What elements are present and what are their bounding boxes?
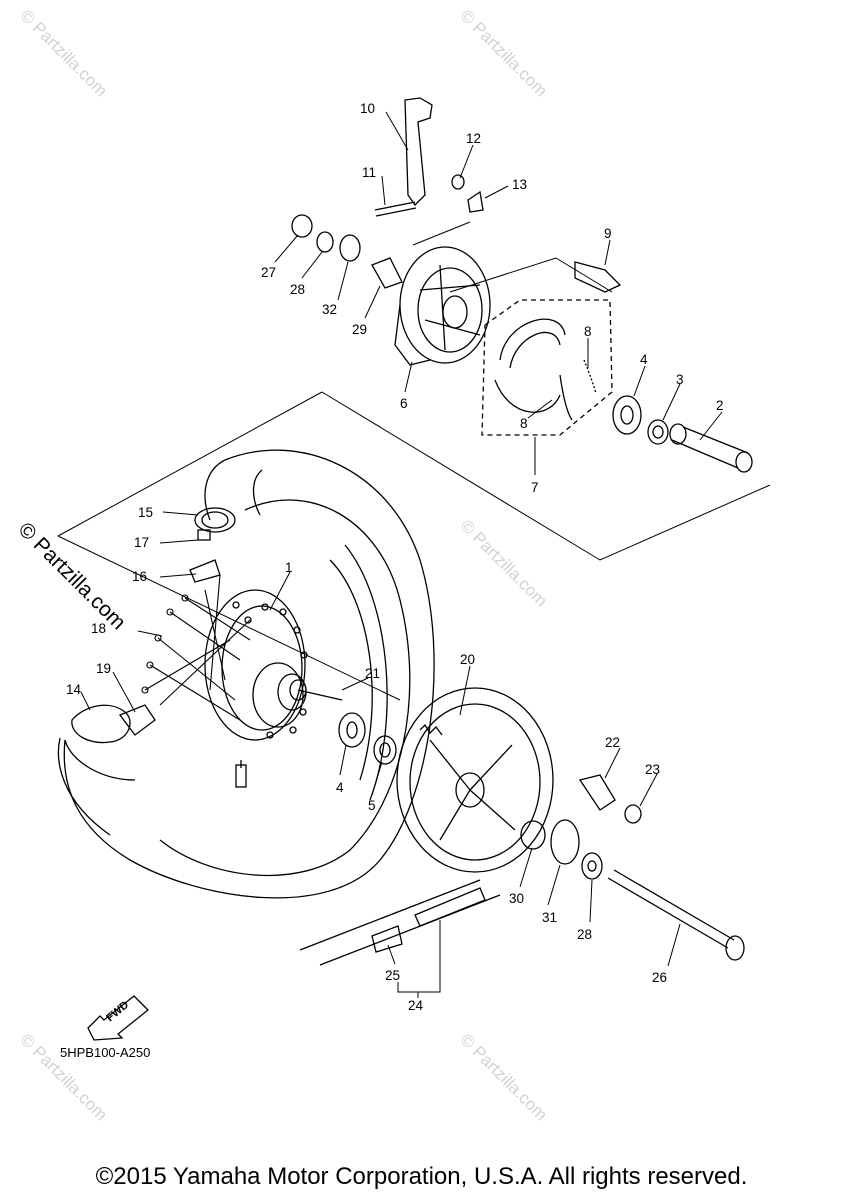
diagram-code: 5HPB100-A250 [60, 1045, 151, 1060]
bearings [338, 395, 753, 765]
spokes [141, 574, 251, 721]
leader-lines [80, 111, 723, 998]
callout-label: 22 [605, 735, 620, 750]
callout-label: 7 [531, 480, 539, 495]
wheel-hub [204, 589, 343, 741]
callout-label: 3 [676, 372, 684, 387]
callout-label: 28 [290, 282, 305, 297]
axle [520, 774, 745, 961]
callout-label: 23 [645, 762, 660, 777]
callout-label: 8 [520, 416, 528, 431]
assembly-outline [57, 221, 771, 701]
drive-chain [299, 879, 501, 966]
callout-label: 27 [261, 265, 276, 280]
callout-label: 5 [368, 798, 376, 813]
callout-label: 19 [96, 661, 111, 676]
callout-label: 21 [365, 666, 380, 681]
callout-label: 28 [577, 927, 592, 942]
callout-label: 9 [604, 226, 612, 241]
fwd-label: FWD [104, 999, 131, 1024]
callout-label: 24 [408, 998, 424, 1013]
callout-label: 25 [385, 968, 400, 983]
tire [57, 449, 435, 899]
callout-label: 12 [466, 131, 481, 146]
callout-label: 4 [640, 352, 648, 367]
callout-label: 29 [352, 322, 367, 337]
callout-label: 18 [91, 621, 106, 636]
brake-arm [291, 97, 622, 293]
callout-label: 2 [716, 398, 724, 413]
callout-label: 11 [362, 165, 376, 180]
callout-label: 13 [512, 177, 527, 192]
callout-label: 32 [322, 302, 337, 317]
callout-label: 17 [134, 535, 149, 550]
brake-shoe-plate [394, 246, 491, 366]
brake-shoe-kit [481, 299, 613, 436]
callout-label: 20 [460, 652, 475, 667]
callout-label: 1 [285, 560, 293, 575]
callout-label: 6 [400, 396, 408, 411]
callout-label: 31 [542, 910, 557, 925]
callout-label: 10 [360, 101, 375, 116]
callout-label: 16 [132, 569, 147, 584]
callout-label: 30 [509, 891, 524, 906]
copyright-notice: ©2015 Yamaha Motor Corporation, U.S.A. A… [95, 1163, 748, 1190]
callout-label: 26 [652, 970, 667, 985]
callout-label: 8 [584, 324, 592, 339]
callout-label: 15 [138, 505, 153, 520]
callout-label: 4 [336, 780, 344, 795]
callout-numbers: 1 2 3 4 4 5 6 7 8 8 9 10 11 12 13 14 15 … [66, 101, 724, 1013]
fwd-arrow-icon: FWD [87, 995, 149, 1041]
callout-label: 14 [66, 682, 82, 697]
rear-sprocket [396, 687, 554, 873]
tube-valve [71, 507, 247, 788]
